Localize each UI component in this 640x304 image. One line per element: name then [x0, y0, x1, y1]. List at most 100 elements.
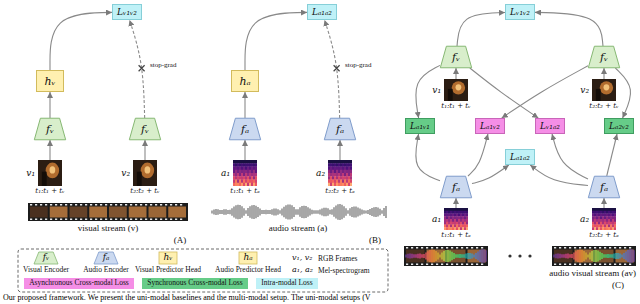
- spectrogram-cell: [614, 219, 616, 222]
- connector: [457, 13, 505, 47]
- spectrogram-cell: [251, 160, 253, 164]
- input-name: a₂: [580, 215, 589, 224]
- spectrogram-cell: [594, 222, 596, 225]
- rgb-frame: v₁t₁:t₁ + tᵥ: [444, 79, 468, 101]
- sprocket-hole: [589, 264, 591, 266]
- spectrogram-cell: [602, 214, 604, 217]
- av-waveform: [467, 253, 468, 259]
- av-waveform: [429, 250, 430, 262]
- sprocket-hole: [466, 247, 468, 249]
- audio-waveform: [275, 209, 276, 216]
- node-label: fᵥ: [600, 52, 608, 63]
- sprocket-hole: [559, 264, 561, 266]
- spectrogram-cell: [346, 170, 348, 174]
- spectrogram-cell: [452, 225, 454, 228]
- spectrogram-cell: [338, 173, 340, 177]
- audio-waveform: [299, 207, 300, 216]
- spectrogram-cell: [452, 216, 454, 219]
- sprocket-hole: [135, 219, 137, 221]
- spectrogram-cell: [592, 227, 594, 230]
- spectrogram-cell: [462, 214, 464, 217]
- spectrogram-cell: [600, 225, 602, 228]
- rgb-frame: v₂t₂:t₂ + tᵥ: [592, 79, 616, 101]
- frame-glow: [456, 84, 462, 90]
- audio-waveform: [277, 209, 278, 215]
- time-window: t₁:t₁ + tₐ: [441, 232, 470, 239]
- spectrogram-cell: [606, 225, 608, 228]
- spectrogram-cell: [612, 214, 614, 217]
- spectrogram-cell: [245, 163, 247, 167]
- audio-waveform: [253, 205, 254, 219]
- sprocket-hole: [451, 264, 453, 266]
- spectrogram-cell: [253, 167, 255, 171]
- spectrogram-cell: [592, 208, 594, 211]
- spectrogram-cell: [444, 208, 446, 211]
- legend-symbol: hᵥ: [163, 253, 172, 263]
- spectrogram-cell: [348, 160, 350, 164]
- predictor-head: hᵥ: [36, 70, 64, 92]
- spectrogram-cell: [350, 176, 352, 180]
- spectrogram-cell: [342, 160, 344, 164]
- sprocket-hole: [90, 204, 92, 206]
- spectrogram-cell: [458, 227, 460, 230]
- spectrogram-cell: [344, 167, 346, 171]
- sprocket-hole: [569, 247, 571, 249]
- frame-light: [600, 81, 613, 94]
- spectrogram-cell: [456, 214, 458, 217]
- spectrogram-cell: [594, 214, 596, 217]
- spectrogram-cell: [606, 216, 608, 219]
- stop-grad-cross: [334, 65, 340, 71]
- connector: [535, 12, 603, 46]
- node-label: hᵥ: [44, 76, 55, 87]
- audio-waveform: [285, 205, 286, 218]
- av-waveform: [577, 250, 578, 262]
- sync-loss-box: Lₐ₁ᵥ₁: [405, 118, 435, 134]
- spectrogram-cell: [350, 167, 352, 171]
- spectrogram-cell: [334, 163, 336, 167]
- legend-symbol: hₐ: [243, 253, 252, 263]
- sprocket-hole: [95, 219, 97, 221]
- spectrogram-cell: [458, 222, 460, 225]
- spectrogram-cell: [612, 219, 614, 222]
- av-waveform: [459, 254, 460, 258]
- legend-text: Synchronous Cross-modal Loss: [147, 279, 242, 287]
- spectrogram-cell: [332, 180, 334, 184]
- connector: [325, 20, 340, 118]
- audio-waveform: [249, 206, 250, 217]
- spectrogram-cell: [332, 167, 334, 171]
- spectrogram-cell: [610, 225, 612, 228]
- spectrogram-cell: [350, 170, 352, 174]
- spectrogram-cell: [336, 180, 338, 184]
- spectrogram-cell: [466, 208, 468, 211]
- av-waveform: [435, 251, 436, 261]
- audio-waveform: [243, 208, 244, 216]
- audio-waveform: [327, 208, 328, 215]
- spectrogram-cell: [454, 219, 456, 222]
- spectrogram-cell: [328, 170, 330, 174]
- spectrogram-cell: [239, 160, 241, 164]
- av-waveform: [417, 254, 418, 259]
- connector: [615, 68, 630, 118]
- intra-modal-loss-box: Lᵥ₁ᵥ₂: [112, 4, 142, 20]
- audio-waveform: [225, 209, 226, 214]
- encoder-shape: [588, 176, 619, 198]
- audio-waveform: [211, 210, 212, 213]
- legend-symbol: fₐ: [103, 253, 110, 263]
- spectrogram-cell: [332, 176, 334, 180]
- sprocket-hole: [614, 247, 616, 249]
- audio-waveform: [239, 205, 240, 219]
- mel-spectrogram: a₁t₁:t₁ + tₐ: [444, 208, 468, 230]
- sprocket-hole: [50, 219, 52, 221]
- audio-waveform: [271, 209, 272, 215]
- spectrogram-cell: [253, 173, 255, 177]
- spectrogram-cell: [444, 227, 446, 230]
- spectrogram-cell: [255, 160, 257, 164]
- legend-visual-encoder-icon: [34, 252, 58, 264]
- sprocket-hole: [436, 264, 438, 266]
- spectrogram-cell: [592, 219, 594, 222]
- spectrogram-cell: [241, 160, 243, 164]
- av-waveform: [437, 253, 438, 260]
- spectrogram-cell: [604, 208, 606, 211]
- spectrogram-cell: [606, 222, 608, 225]
